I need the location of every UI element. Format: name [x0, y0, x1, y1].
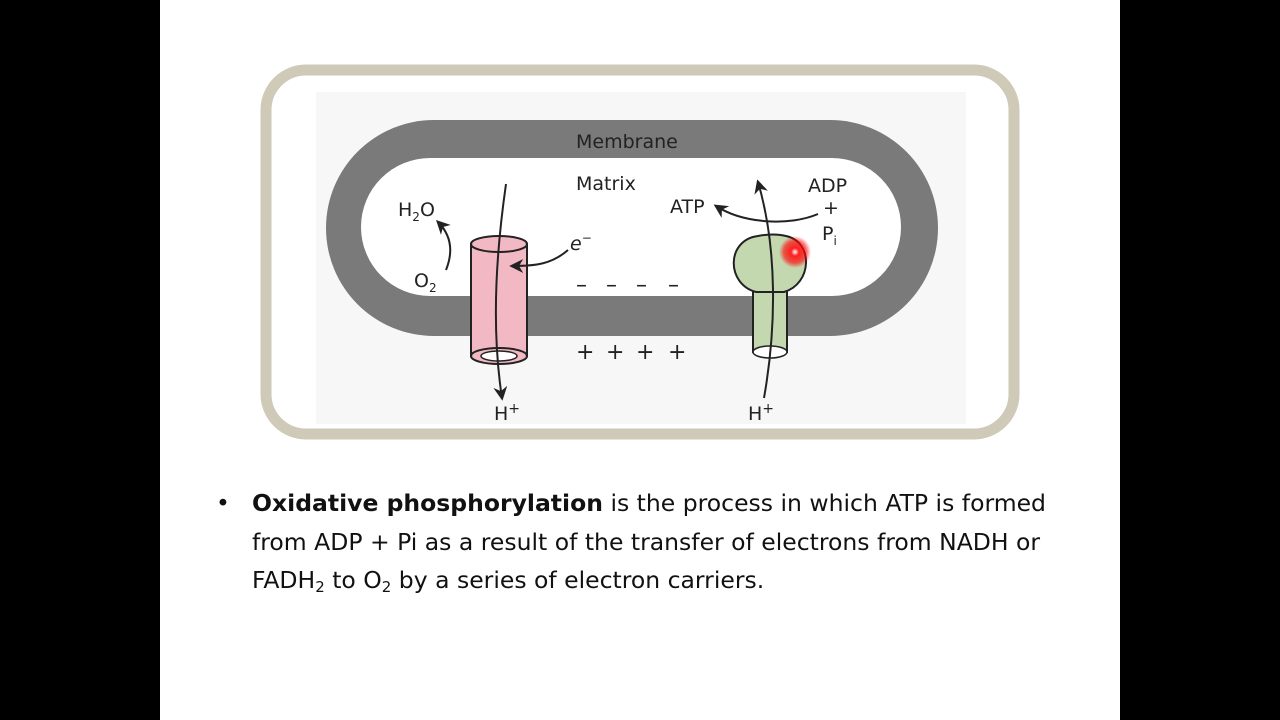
svg-text:–: –: [576, 273, 587, 298]
bullet-part-1: is the process in which ATP is formed fr…: [252, 489, 1046, 594]
svg-text:–: –: [636, 273, 647, 298]
svg-text:+: +: [606, 340, 624, 365]
laser-pointer-dot: [779, 236, 811, 268]
bullet-sub-1: 2: [315, 578, 325, 596]
svg-text:–: –: [606, 273, 617, 298]
matrix-negative-charges: – – – –: [576, 273, 679, 298]
electron-label: e−: [570, 231, 592, 255]
svg-text:+: +: [576, 340, 594, 365]
membrane-label: Membrane: [576, 131, 678, 153]
oxidative-phosphorylation-diagram: Membrane Matrix H2O O2 e− – – – –: [260, 64, 1020, 440]
svg-text:–: –: [668, 273, 679, 298]
svg-text:+: +: [636, 340, 654, 365]
proton-pump-arrow: [493, 183, 508, 401]
slide: Membrane Matrix H2O O2 e− – – – –: [160, 0, 1120, 720]
adp-label: ADP: [808, 175, 847, 197]
bullet-part-2: to O: [324, 566, 382, 594]
synthase-proton-arrow: [754, 179, 775, 399]
matrix-label: Matrix: [576, 173, 636, 195]
svg-text:+: +: [668, 340, 686, 365]
bullet-dot: •: [216, 489, 230, 517]
adp-to-atp-arrow: [713, 204, 819, 223]
electron-arrow: [509, 249, 569, 273]
plus-label: +: [823, 197, 839, 219]
proton-right-label: H+: [748, 401, 774, 425]
bullet-term: Oxidative phosphorylation: [252, 489, 603, 517]
outer-positive-charges: + + + +: [576, 340, 686, 365]
oxygen-label: O2: [414, 270, 437, 295]
atp-label: ATP: [670, 196, 705, 218]
bullet-text: Oxidative phosphorylation is the process…: [252, 484, 1076, 600]
phosphate-label: Pi: [822, 223, 837, 248]
bullet-part-3: by a series of electron carriers.: [391, 566, 765, 594]
oxygen-to-water-arrow: [436, 220, 452, 271]
bullet-sub-2: 2: [381, 578, 392, 596]
bullet-point: • Oxidative phosphorylation is the proce…: [216, 484, 1076, 600]
water-label: H2O: [398, 199, 435, 224]
proton-left-label: H+: [494, 401, 520, 425]
